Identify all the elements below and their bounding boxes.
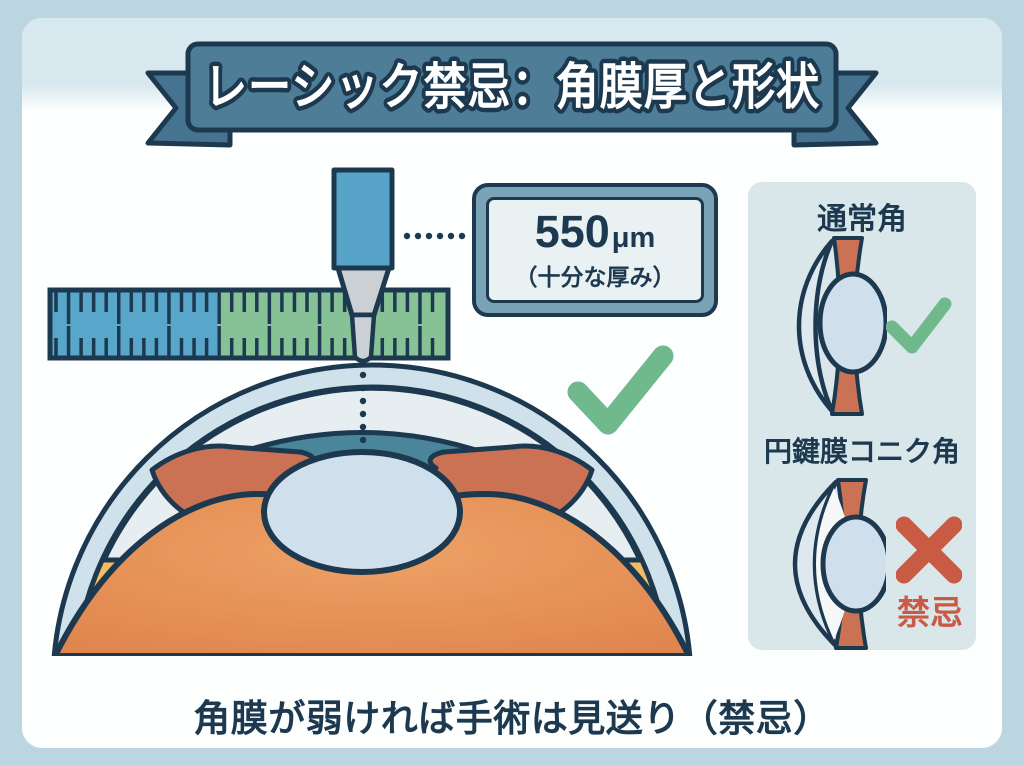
contraindicated-label: 禁忌: [897, 594, 963, 631]
lens: [820, 514, 886, 614]
ribbon-band: [185, 41, 839, 133]
cornea-crescent: [796, 238, 835, 414]
comparison-panel: 通常角 円鍵膜コニク角 禁忌: [748, 182, 976, 650]
caption: 角膜が弱ければ手術は見送り（禁忌）: [193, 698, 831, 739]
title-ribbon: レーシック禁忌：角膜厚と形状: [145, 41, 879, 148]
cross-icon: [896, 516, 962, 584]
page-title: レーシック禁忌：角膜厚と形状: [204, 59, 820, 115]
cornea-crescent: [792, 479, 839, 649]
normal-cornea-diagram: [796, 236, 887, 416]
check-icon: [886, 297, 952, 354]
value-number: 550: [534, 205, 610, 257]
measurement-note: （十分な厚み）: [514, 263, 676, 290]
check-icon: [567, 345, 674, 435]
value-unit: μm: [611, 221, 656, 254]
keratoconus-label: 円鍵膜コニク角: [763, 436, 960, 467]
normal-cornea-label: 通常角: [817, 203, 907, 236]
keratoconus-diagram: [792, 478, 886, 650]
lens: [817, 271, 887, 375]
